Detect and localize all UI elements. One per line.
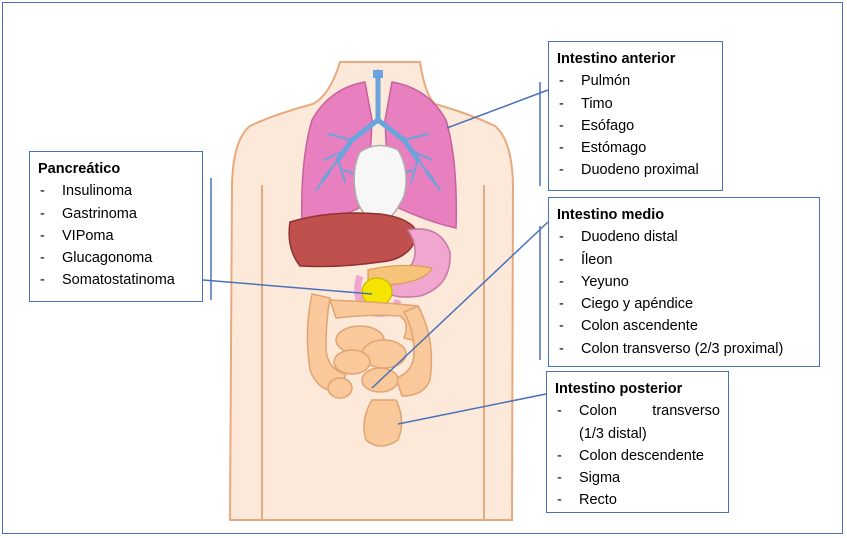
list-item: Ciego y apéndice: [557, 293, 811, 315]
box-pancreatico: Pancreático Insulinoma Gastrinoma VIPoma…: [29, 151, 203, 302]
list-item: Duodeno proximal: [557, 159, 714, 181]
list-item: Íleon: [557, 249, 811, 271]
list-item: Glucagonoma: [38, 247, 194, 269]
list-item: Yeyuno: [557, 271, 811, 293]
list-item: Somatostatinoma: [38, 269, 194, 291]
list-item: Insulinoma: [38, 180, 194, 202]
box-intestino-anterior: Intestino anterior Pulmón Timo Esófago E…: [548, 41, 723, 191]
box-posterior-title: Intestino posterior: [555, 378, 720, 400]
list-item: Colon transverso (1/3 distal): [555, 400, 720, 445]
box-anterior-list: Pulmón Timo Esófago Estómago Duodeno pro…: [557, 70, 714, 181]
box-anterior-title: Intestino anterior: [557, 48, 714, 70]
box-pancreatico-title: Pancreático: [38, 158, 194, 180]
box-medio-list: Duodeno distal Íleon Yeyuno Ciego y apén…: [557, 226, 811, 360]
list-item: Sigma: [555, 467, 720, 489]
box-medio-title: Intestino medio: [557, 204, 811, 226]
list-item: VIPoma: [38, 225, 194, 247]
list-item: Duodeno distal: [557, 226, 811, 248]
box-intestino-posterior: Intestino posterior Colon transverso (1/…: [546, 371, 729, 513]
box-pancreatico-list: Insulinoma Gastrinoma VIPoma Glucagonoma…: [38, 180, 194, 291]
list-item: Pulmón: [557, 70, 714, 92]
item-text-continuation: (1/3 distal): [579, 423, 720, 445]
list-item: Timo: [557, 93, 714, 115]
trachea-top: [373, 70, 383, 78]
list-item: Gastrinoma: [38, 203, 194, 225]
list-item: Colon descendente: [555, 445, 720, 467]
box-posterior-list: Colon transverso (1/3 distal) Colon desc…: [555, 400, 720, 511]
list-item: Estómago: [557, 137, 714, 159]
list-item: Esófago: [557, 115, 714, 137]
item-text-part: Colon: [579, 400, 617, 422]
list-item: Recto: [555, 489, 720, 511]
box-intestino-medio: Intestino medio Duodeno distal Íleon Yey…: [548, 197, 820, 367]
list-item: Colon ascendente: [557, 315, 811, 337]
connector-anterior: [447, 90, 548, 128]
list-item: Colon transverso (2/3 proximal): [557, 338, 811, 360]
item-text-part: transverso: [652, 400, 720, 422]
item-wrapped-line: Colon transverso: [579, 400, 720, 422]
